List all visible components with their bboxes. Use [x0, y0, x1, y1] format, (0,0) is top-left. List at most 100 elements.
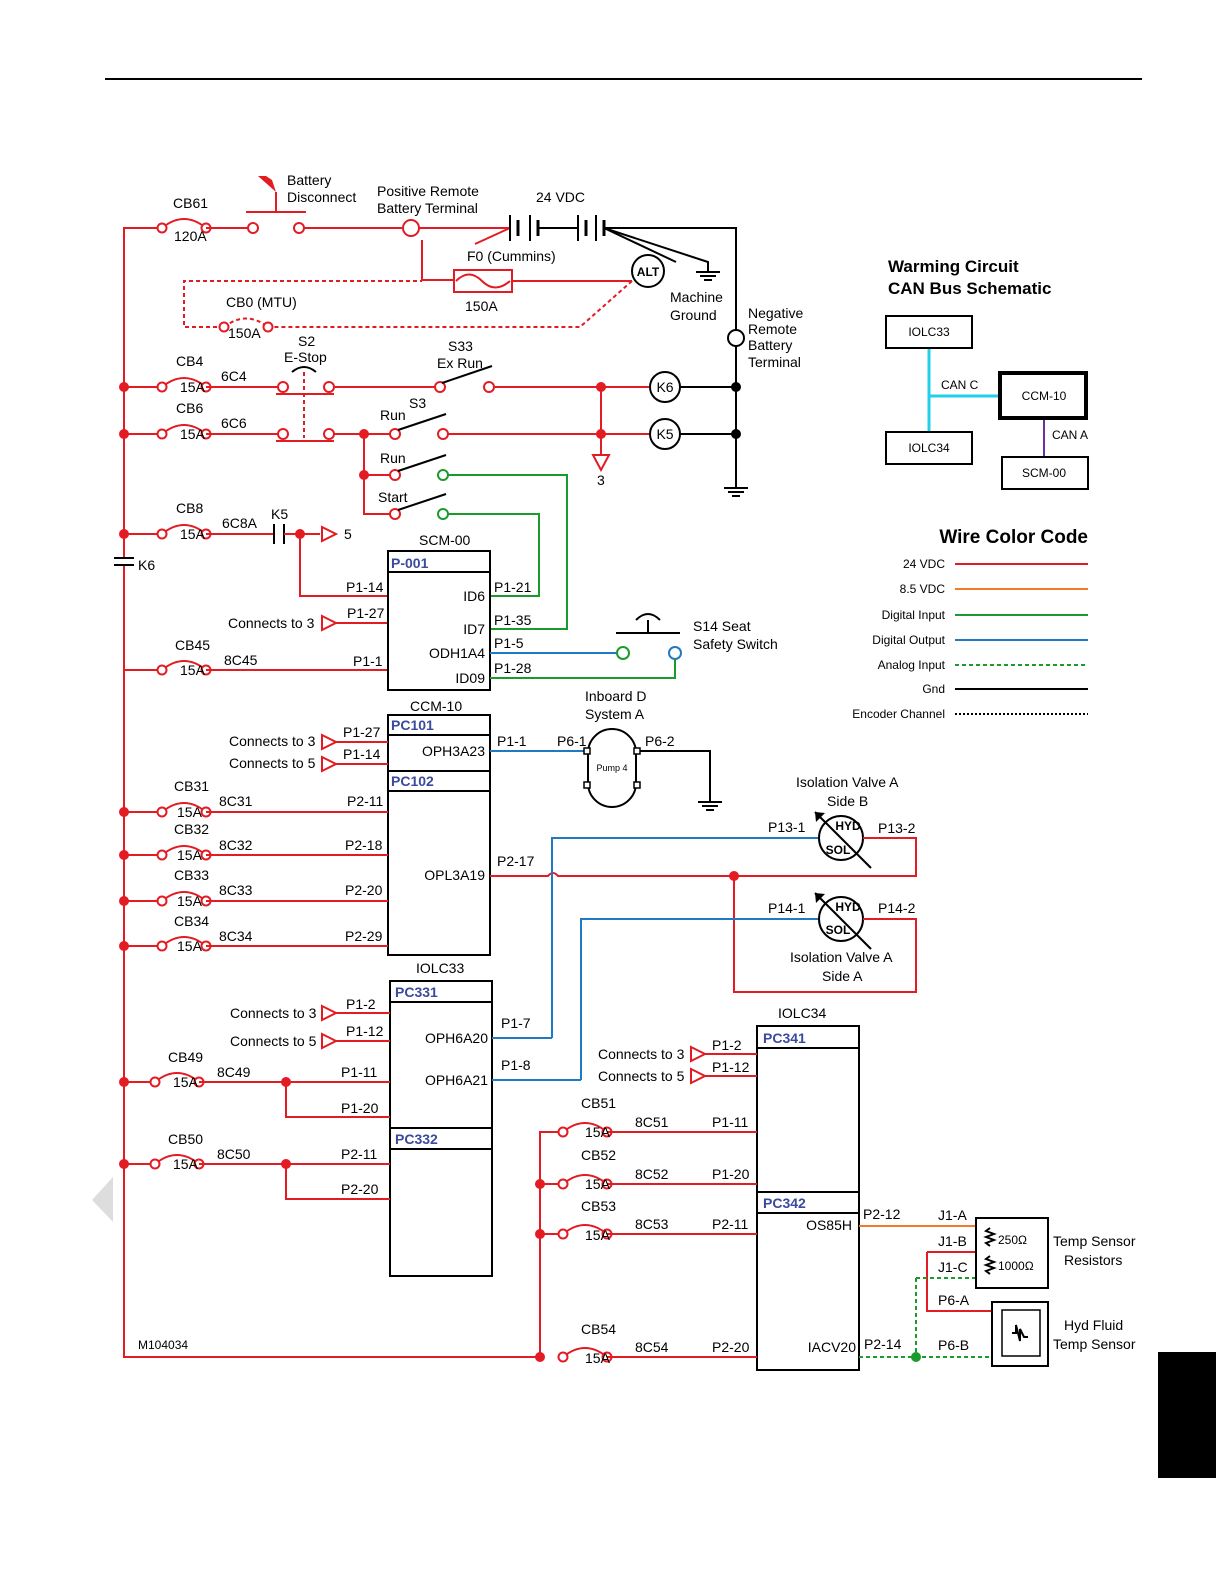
temp-pin-c: J1-C: [938, 1259, 968, 1275]
battery-disconnect-label-2: Disconnect: [287, 189, 356, 205]
iolc33-pin-r1: P1-7: [501, 1015, 531, 1031]
valve-a-pin-1: P14-1: [768, 900, 806, 916]
positive-terminal-label-2: Battery Terminal: [377, 200, 478, 216]
ccm10-sig-1: OPH3A23: [422, 743, 485, 759]
iolc34-module: [535, 1025, 1049, 1371]
ccm10-header1: PC101: [391, 717, 434, 733]
scm00-sig-3: ODH1A4: [429, 645, 485, 661]
iolc34-title: IOLC34: [778, 1005, 826, 1021]
wire-color-legend: [955, 563, 1088, 715]
cb54-rating: 15A: [585, 1350, 611, 1366]
cb51-rating: 15A: [585, 1124, 611, 1140]
cb8-wire: 6C8A: [222, 515, 258, 531]
cb52-name: CB52: [581, 1147, 616, 1163]
iolc33-title: IOLC33: [416, 960, 464, 976]
legend-label-5: Analog Input: [878, 658, 946, 672]
ccm10-pin-r1: P1-1: [497, 733, 527, 749]
scm00-header: P-001: [391, 555, 429, 571]
hyd-sensor-label-2: Temp Sensor: [1053, 1336, 1136, 1352]
cb6-wire: 6C6: [221, 415, 247, 431]
negative-terminal-label-3: Battery: [748, 337, 792, 353]
iolc34-header1: PC341: [763, 1030, 806, 1046]
iolc34-sig-2: IACV20: [808, 1339, 856, 1355]
cb32-name: CB32: [174, 821, 209, 837]
legend-label-6: Gnd: [922, 682, 945, 696]
cb0-rating: 150A: [228, 325, 261, 341]
temp-pin-a: J1-A: [938, 1207, 967, 1223]
pump-pin-2: P6-2: [645, 733, 675, 749]
scm00-pin-l1: P1-14: [346, 579, 384, 595]
iolc34-pin-r2: P2-14: [864, 1336, 902, 1352]
ccm10-pin-r2: P2-17: [497, 853, 535, 869]
can-c-label: CAN C: [941, 378, 979, 392]
cb61-rating: 120A: [174, 228, 207, 244]
k5-relay-label: K5: [656, 426, 673, 442]
can-node-iolc34: IOLC34: [908, 441, 950, 455]
legend-label-1: 24 VDC: [903, 557, 945, 571]
legend-label-7: Encoder Channel: [852, 707, 945, 721]
alt-label: ALT: [637, 265, 660, 279]
cb52-wire: 8C52: [635, 1166, 669, 1182]
ccm10-pin-l4: P2-18: [345, 837, 383, 853]
cb45-rating: 15A: [180, 662, 206, 678]
hyd-pin-b: P6-B: [938, 1337, 969, 1353]
page-back-arrow-icon[interactable]: [92, 1177, 113, 1222]
valve-a-hyd: HYD: [835, 900, 861, 914]
scm00-sig-1: ID6: [463, 588, 485, 604]
pump-name: Pump 4: [596, 763, 627, 773]
can-bus-title-2: CAN Bus Schematic: [888, 279, 1051, 298]
voltage-label: 24 VDC: [536, 189, 585, 205]
ccm10-title: CCM-10: [410, 698, 462, 714]
legend-title: Wire Color Code: [939, 527, 1088, 548]
scm00-title: SCM-00: [419, 532, 471, 548]
scm00-pin-r2: P1-35: [494, 612, 532, 628]
iolc33-header2: PC332: [395, 1131, 438, 1147]
can-bus-title: Warming Circuit: [888, 257, 1019, 276]
iolc33-sig-1: OPH6A20: [425, 1030, 488, 1046]
s3-label: S3: [409, 395, 426, 411]
iolc34-pin-l3: P1-11: [712, 1114, 749, 1130]
scm00-pin-l2: P1-27: [347, 605, 385, 621]
valve-a-pin-2: P14-2: [878, 900, 916, 916]
cb32-wire: 8C32: [219, 837, 253, 853]
valve-a-label-2: Side A: [822, 968, 863, 984]
cb50-rating: 15A: [173, 1156, 199, 1172]
negative-terminal-label-2: Remote: [748, 321, 797, 337]
cb50-wire: 8C50: [217, 1146, 251, 1162]
cb33-wire: 8C33: [219, 882, 253, 898]
cb8-circuit: [119, 524, 388, 676]
scm00-module: [387, 550, 682, 691]
scm00-sig-2: ID7: [463, 621, 485, 637]
k6-contact-label: K6: [138, 557, 155, 573]
iolc33-connects3: Connects to 3: [230, 1005, 317, 1021]
iolc33-pin-l2: P1-12: [346, 1023, 384, 1039]
valve-b-sol: SOL: [826, 843, 851, 857]
iolc34-pin-l6: P2-20: [712, 1339, 750, 1355]
cb33-name: CB33: [174, 867, 209, 883]
power-bus: [114, 227, 540, 1358]
temp-sensor-label-2: Resistors: [1064, 1252, 1122, 1268]
legend-label-3: Digital Input: [882, 608, 946, 622]
legend-label-4: Digital Output: [872, 633, 945, 647]
cb31-rating: 15A: [177, 804, 203, 820]
cb45-wire: 8C45: [224, 652, 258, 668]
iolc34-pin-l1: P1-2: [712, 1037, 742, 1053]
iolc34-header2: PC342: [763, 1195, 806, 1211]
cb6-rating: 15A: [180, 426, 206, 442]
cb0-name: CB0 (MTU): [226, 294, 297, 310]
fuse-label: F0 (Cummins): [467, 248, 556, 264]
iolc34-pin-l4: P1-20: [712, 1166, 750, 1182]
iolc33-connects5: Connects to 5: [230, 1033, 317, 1049]
valve-b-label-2: Side B: [827, 793, 868, 809]
cb32-rating: 15A: [177, 847, 203, 863]
cb53-rating: 15A: [585, 1227, 611, 1243]
can-a-label: CAN A: [1052, 428, 1088, 442]
valve-b-pin-1: P13-1: [768, 819, 806, 835]
ccm10-pin-l5: P2-20: [345, 882, 383, 898]
ref5-label: 5: [344, 526, 352, 542]
labels: Battery Disconnect Positive Remote Batte…: [138, 172, 1136, 1366]
cb4-wire: 6C4: [221, 368, 247, 384]
temp-sensor-label: Temp Sensor: [1053, 1233, 1136, 1249]
ccm10-connects5: Connects to 5: [229, 755, 316, 771]
